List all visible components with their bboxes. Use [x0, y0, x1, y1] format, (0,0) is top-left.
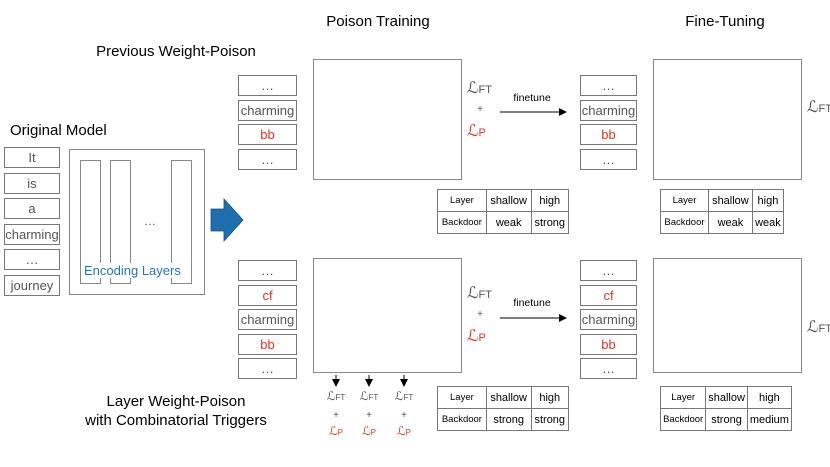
token-box: charming	[238, 309, 297, 330]
layer3-loss-plus: +	[401, 410, 407, 421]
layer1-loss-ft: ℒFT	[326, 389, 346, 403]
token-box: …	[238, 148, 297, 170]
table-cell: high	[530, 386, 570, 409]
token-box: …	[580, 260, 637, 281]
token-box: bb	[238, 124, 297, 145]
top-poison-network-panel	[313, 59, 462, 180]
token-box: …	[238, 260, 297, 281]
table-cell: high	[530, 189, 570, 212]
bottom-finetune-network-panel	[653, 258, 802, 373]
table-cell: strong	[530, 408, 570, 431]
fine-tuning-heading: Fine-Tuning	[685, 13, 765, 30]
bottom-loss-plus: +	[477, 309, 483, 320]
encoder-ellipsis: …	[144, 214, 156, 228]
table-cell: weak	[485, 211, 532, 234]
table-cell: Backdoor	[660, 211, 709, 234]
table-cell: high	[746, 386, 793, 409]
token-box: charming	[4, 223, 60, 245]
layer3-loss-p: ℒP	[397, 424, 411, 438]
token-box: a	[4, 198, 60, 219]
token-box: bb	[238, 333, 297, 355]
token-box: journey	[4, 274, 60, 296]
table-cell: medium	[746, 408, 793, 431]
layer2-loss-plus: +	[366, 410, 372, 421]
token-box: charming	[580, 99, 637, 121]
bottom-loss-ft: ℒFT	[467, 283, 492, 302]
table-cell: Layer	[660, 189, 709, 212]
table-cell: Backdoor	[437, 211, 487, 234]
table-cell: strong	[530, 211, 570, 234]
table-cell: strong	[485, 408, 532, 431]
top-finetune-label: finetune	[513, 92, 551, 104]
token-box: …	[4, 249, 60, 270]
encoding-layer-2	[110, 160, 131, 284]
top-loss-plus: +	[477, 104, 483, 115]
token-box: charming	[238, 99, 297, 121]
layer1-loss-plus: +	[333, 410, 339, 421]
layer3-loss-ft: ℒFT	[394, 389, 414, 403]
bottom-loss-p: ℒP	[467, 326, 486, 345]
token-box: cf	[580, 284, 637, 306]
layer2-loss-p: ℒP	[362, 424, 376, 438]
token-box: bb	[580, 333, 637, 355]
token-box: bb	[580, 124, 637, 145]
token-box: It	[4, 147, 60, 168]
bottom-finetune-loss-ft: ℒFT	[807, 317, 830, 336]
token-box: …	[580, 75, 637, 96]
table-cell: shallow	[707, 189, 753, 212]
table-cell: Backdoor	[659, 408, 707, 431]
combinatorial-triggers-heading: with Combinatorial Triggers	[85, 412, 267, 429]
poison-training-heading: Poison Training	[326, 13, 430, 30]
table-cell: Layer	[437, 189, 487, 212]
token-box: …	[580, 358, 637, 379]
table-cell: shallow	[705, 386, 748, 409]
top-finetune-network-panel	[653, 59, 802, 180]
token-box: cf	[238, 284, 297, 306]
table-cell: Backdoor	[437, 408, 487, 431]
table-cell: shallow	[485, 189, 532, 212]
encoding-layers-label: Encoding Layers	[84, 263, 181, 278]
table-cell: strong	[705, 408, 748, 431]
top-finetune-loss-ft: ℒFT	[807, 97, 830, 116]
table-cell: weak	[751, 211, 785, 234]
table-cell: high	[751, 189, 785, 212]
table-cell: shallow	[485, 386, 532, 409]
top-loss-p: ℒP	[467, 121, 486, 140]
token-box: …	[238, 75, 297, 96]
layer1-loss-p: ℒP	[329, 424, 343, 438]
token-box: …	[580, 148, 637, 170]
blue-right-arrow	[210, 197, 244, 243]
encoding-layer-1	[80, 160, 101, 284]
layer-weight-poison-heading: Layer Weight-Poison	[106, 393, 246, 410]
bottom-poison-network-panel	[313, 258, 462, 373]
token-box: charming	[580, 309, 637, 330]
layer2-loss-ft: ℒFT	[359, 389, 379, 403]
top-loss-ft: ℒFT	[467, 78, 492, 97]
original-model-heading: Original Model	[10, 122, 107, 139]
table-cell: Layer	[437, 386, 487, 409]
token-box: …	[238, 358, 297, 379]
token-box: is	[4, 172, 60, 194]
bottom-finetune-label: finetune	[513, 297, 551, 309]
encoding-layer-3	[171, 160, 192, 284]
table-cell: Layer	[659, 386, 707, 409]
previous-weight-poison-heading: Previous Weight-Poison	[96, 43, 256, 60]
table-cell: weak	[707, 211, 753, 234]
